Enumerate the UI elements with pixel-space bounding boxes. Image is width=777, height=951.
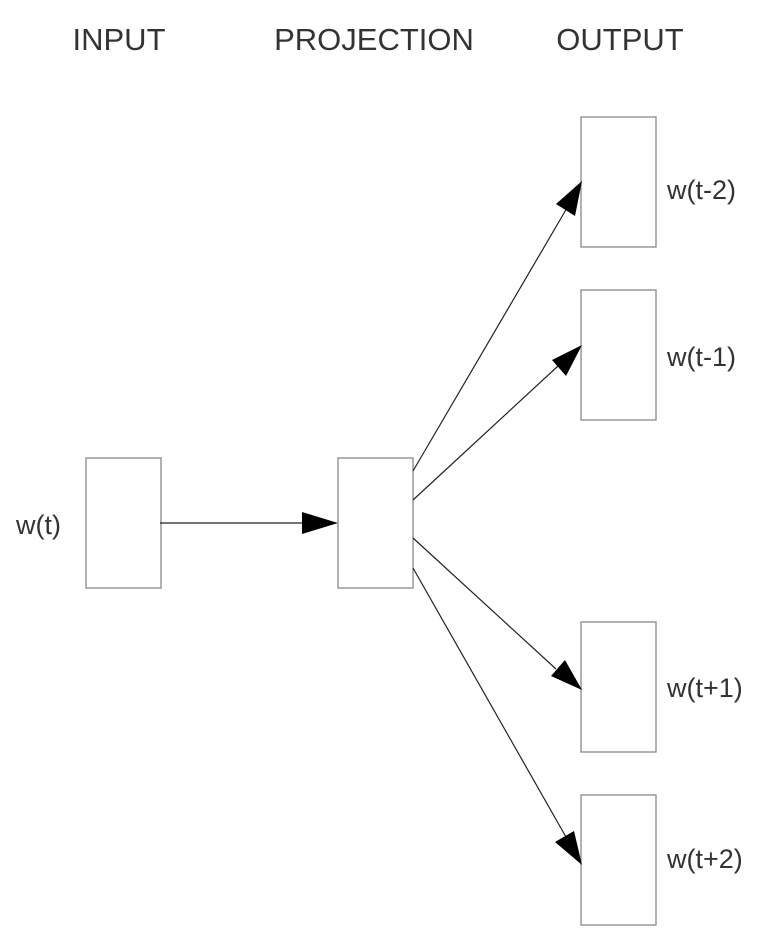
projection-node (337, 457, 414, 589)
output-node-t-plus-2 (580, 794, 657, 926)
projection-to-t-minus-2-arrowhead (556, 181, 582, 216)
output-word-label-t-plus-2: w(t+2) (666, 844, 743, 874)
input-word-label: w(t) (15, 510, 61, 540)
projection-to-t-minus-2-line (412, 207, 568, 472)
output-node-t-minus-1 (580, 289, 657, 421)
projection-to-t-minus-1-arrowhead (552, 345, 582, 376)
input-column-header: INPUT (73, 22, 166, 57)
input-node (85, 457, 162, 589)
projection-to-t-plus-2-line (412, 567, 567, 838)
output-word-label-t-minus-2: w(t-2) (666, 175, 736, 205)
projection-to-t-plus-1-arrowhead (551, 660, 582, 690)
output-column-header: OUTPUT (556, 22, 684, 57)
projection-column-header: PROJECTION (274, 22, 474, 57)
projection-to-t-plus-2-arrowhead (555, 831, 582, 865)
projection-to-t-minus-1-line (412, 365, 559, 501)
output-node-t-minus-2 (580, 116, 657, 248)
projection-to-t-plus-1-line (412, 537, 557, 670)
output-node-t-plus-1 (580, 621, 657, 753)
output-word-label-t-minus-1: w(t-1) (666, 342, 736, 372)
output-word-label-t-plus-1: w(t+1) (666, 673, 743, 703)
input-to-projection-arrowhead (302, 512, 338, 534)
